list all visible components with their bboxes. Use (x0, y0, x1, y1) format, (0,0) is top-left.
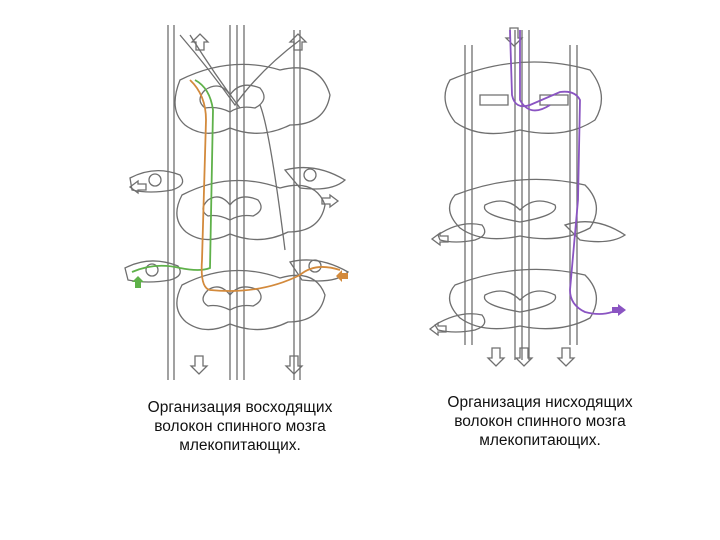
descending-fiber-purple (509, 29, 613, 315)
arrow-left-icon (428, 321, 447, 337)
caption-line: волокон спинного мозга (154, 418, 326, 435)
spinal-segment-mid (176, 179, 326, 241)
spinal-segment-top (174, 63, 331, 134)
spinal-segment-bottom (448, 268, 597, 330)
ascending-fibers-svg (124, 25, 350, 380)
caption-ascending: Организация восходящих волокон спинного … (110, 398, 370, 455)
arrow-down-icon (514, 347, 534, 367)
arrow-green-icon (132, 276, 144, 288)
descending-fiber-purple-branch (519, 30, 551, 112)
caption-line: Организация нисходящих (447, 394, 633, 411)
arrow-up-icon (190, 33, 210, 51)
arrow-purple-icon (612, 304, 626, 316)
arrow-right-icon (321, 193, 340, 209)
caption-line: млекопитающих. (179, 437, 301, 454)
fiber-column (167, 25, 301, 380)
arrow-down-icon (189, 355, 209, 375)
caption-line: млекопитающих. (479, 432, 601, 449)
caption-line: волокон спинного мозга (454, 413, 626, 430)
arrow-down-icon (556, 347, 576, 367)
descending-fibers-svg (428, 27, 627, 367)
arrow-down-icon (504, 27, 524, 47)
fiber-column (464, 30, 578, 360)
spinal-segment-mid (448, 178, 597, 240)
spinal-segment-bottom (176, 269, 326, 331)
root-ganglion-left-bottom (434, 313, 486, 333)
ascending-fibers-diagram (110, 0, 370, 380)
caption-line: Организация восходящих (147, 399, 333, 416)
root-ganglion-right (563, 221, 627, 243)
arrow-up-icon (288, 33, 308, 51)
arrow-down-icon (284, 355, 304, 375)
arrow-orange-icon (336, 270, 348, 282)
root-ganglion-right-bottom (288, 259, 350, 282)
arrow-left-icon (430, 231, 449, 247)
spinal-segment-top (444, 61, 602, 135)
root-ganglion-left (437, 223, 486, 243)
descending-fibers-diagram (420, 0, 640, 380)
ascending-fiber-orange (189, 79, 341, 292)
ascending-fiber-green (131, 79, 214, 273)
arrow-left-icon (128, 179, 147, 195)
root-ganglion-left-mid (129, 170, 184, 193)
arrow-down-icon (486, 347, 506, 367)
caption-descending: Организация нисходящих волокон спинного … (410, 393, 670, 450)
root-ganglion-left-bottom (124, 260, 181, 283)
root-ganglion-right-mid (283, 166, 347, 190)
